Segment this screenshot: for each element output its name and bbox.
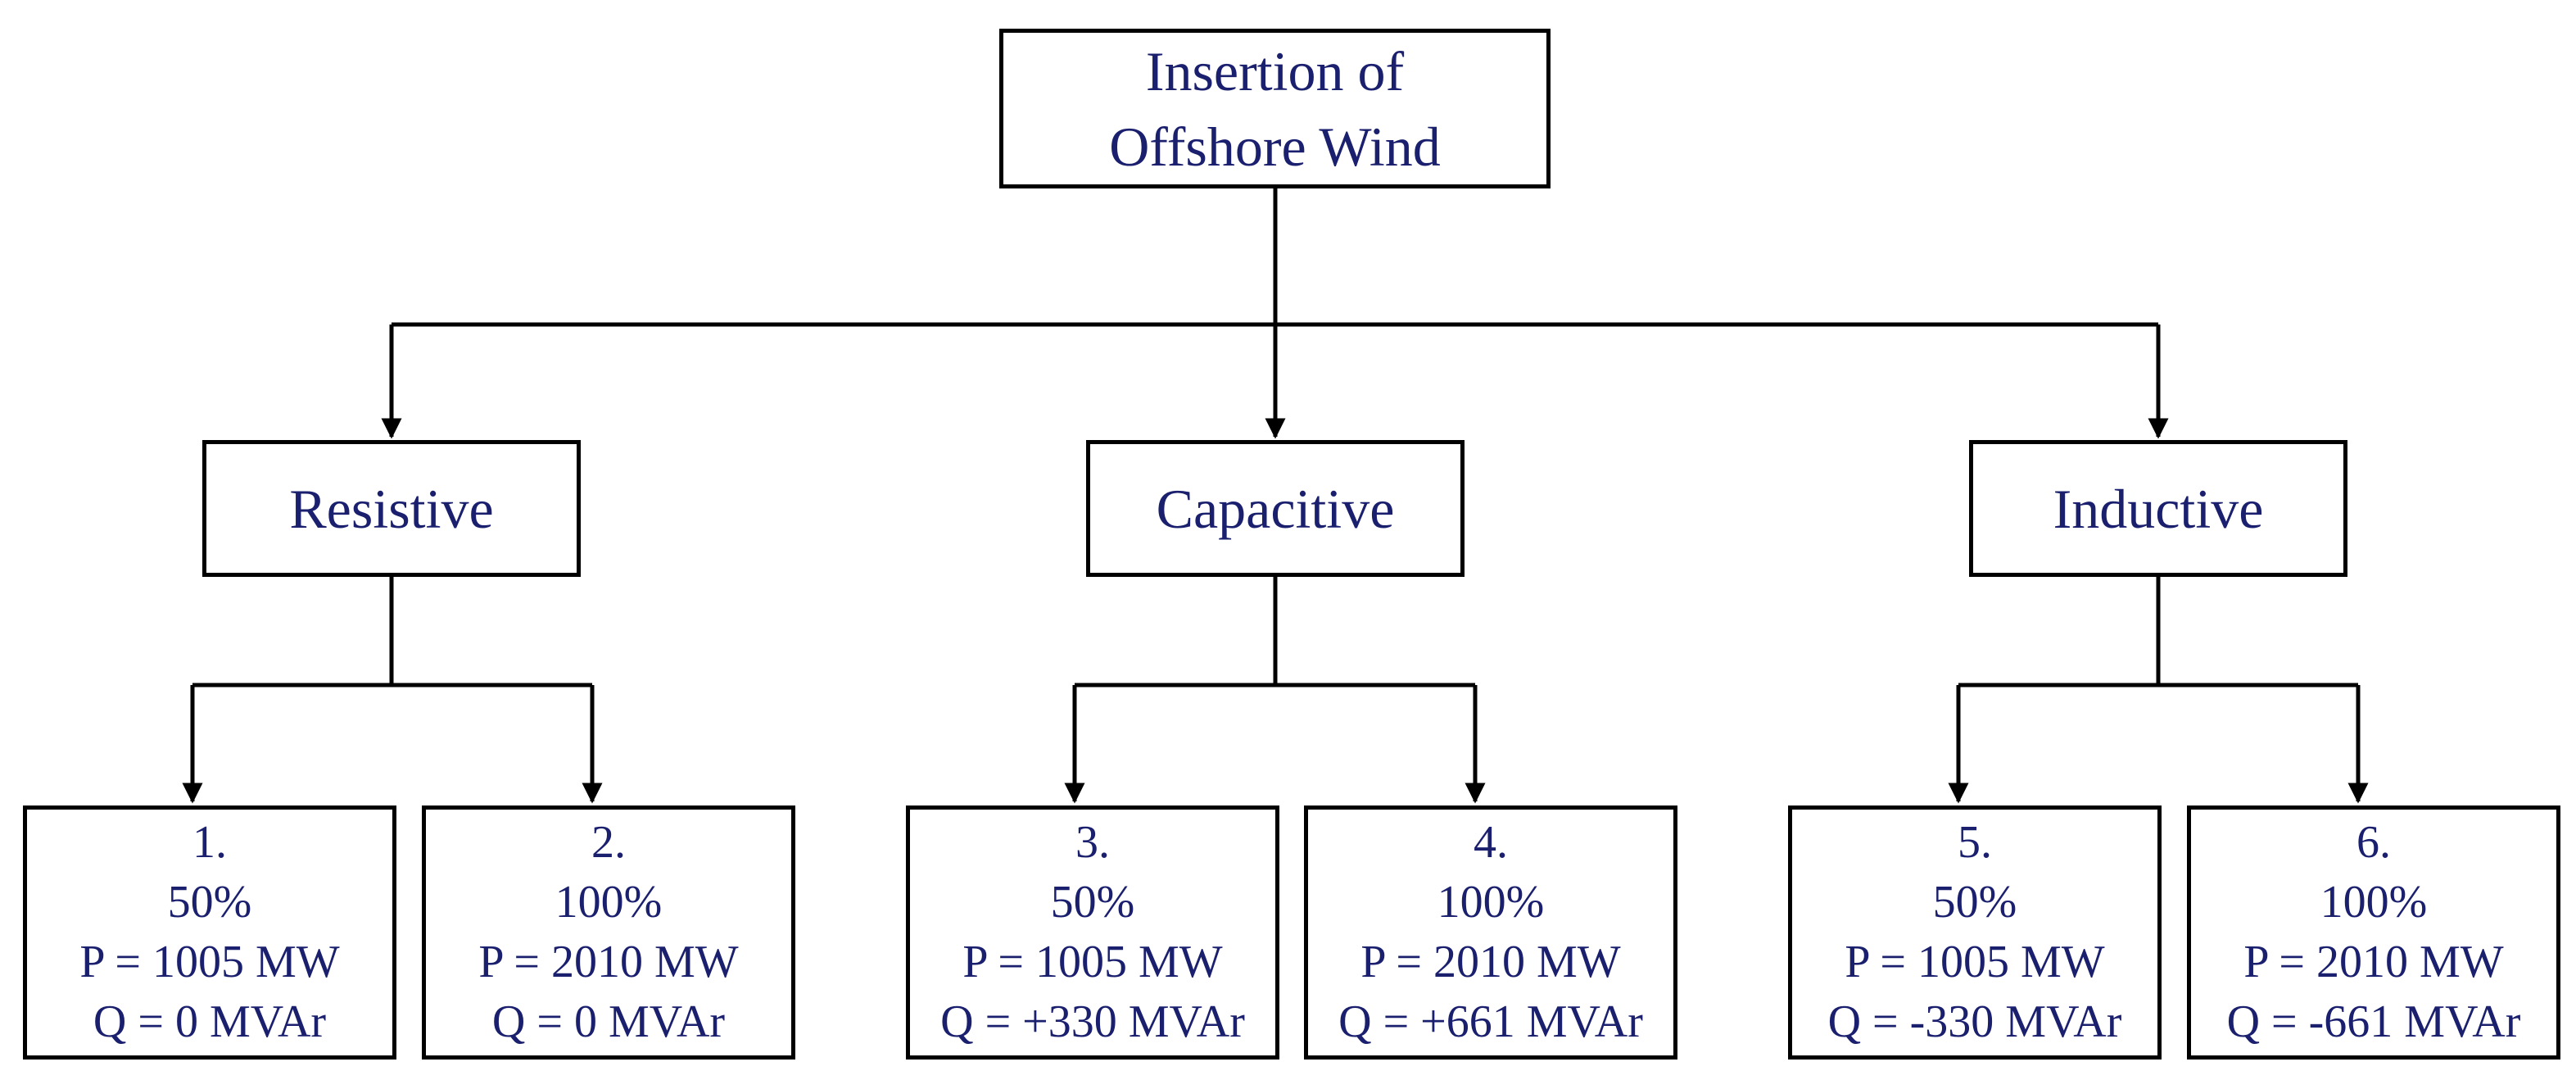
case-percent: 100%: [555, 877, 663, 928]
case-percent: 100%: [2320, 877, 2428, 928]
case-reactive-power: Q = -661 MVAr: [2226, 996, 2521, 1047]
case-node-1: 1. 50% P = 1005 MW Q = 0 MVAr: [23, 805, 396, 1060]
root-line-1: Insertion of: [1145, 39, 1405, 102]
case-number: 4.: [1474, 817, 1508, 868]
root-node: Insertion of Offshore Wind: [999, 29, 1551, 188]
case-percent: 50%: [1932, 877, 2017, 928]
case-number: 5.: [1958, 817, 1992, 868]
case-node-5: 5. 50% P = 1005 MW Q = -330 MVAr: [1788, 805, 2162, 1060]
case-number: 3.: [1075, 817, 1110, 868]
category-node-capacitive: Capacitive: [1086, 440, 1465, 577]
root-line-2: Offshore Wind: [1109, 115, 1441, 178]
case-reactive-power: Q = 0 MVAr: [93, 996, 327, 1047]
case-active-power: P = 1005 MW: [1845, 937, 2105, 987]
case-active-power: P = 2010 MW: [2243, 937, 2504, 987]
case-percent: 50%: [167, 877, 252, 928]
case-reactive-power: Q = -330 MVAr: [1827, 996, 2122, 1047]
case-percent: 100%: [1437, 877, 1545, 928]
case-reactive-power: Q = +330 MVAr: [940, 996, 1245, 1047]
case-number: 2.: [591, 817, 626, 868]
category-label: Resistive: [289, 477, 494, 540]
case-percent: 50%: [1050, 877, 1135, 928]
case-node-3: 3. 50% P = 1005 MW Q = +330 MVAr: [906, 805, 1279, 1060]
case-active-power: P = 1005 MW: [962, 937, 1223, 987]
case-number: 6.: [2356, 817, 2391, 868]
case-node-6: 6. 100% P = 2010 MW Q = -661 MVAr: [2187, 805, 2560, 1060]
category-node-inductive: Inductive: [1969, 440, 2347, 577]
case-reactive-power: Q = +661 MVAr: [1338, 996, 1643, 1047]
category-label: Inductive: [2053, 477, 2264, 540]
case-active-power: P = 2010 MW: [1360, 937, 1621, 987]
case-reactive-power: Q = 0 MVAr: [491, 996, 726, 1047]
case-active-power: P = 1005 MW: [79, 937, 340, 987]
case-active-power: P = 2010 MW: [478, 937, 739, 987]
category-node-resistive: Resistive: [202, 440, 581, 577]
case-node-4: 4. 100% P = 2010 MW Q = +661 MVAr: [1304, 805, 1677, 1060]
case-node-2: 2. 100% P = 2010 MW Q = 0 MVAr: [422, 805, 795, 1060]
case-number: 1.: [192, 817, 227, 868]
category-label: Capacitive: [1156, 477, 1395, 540]
